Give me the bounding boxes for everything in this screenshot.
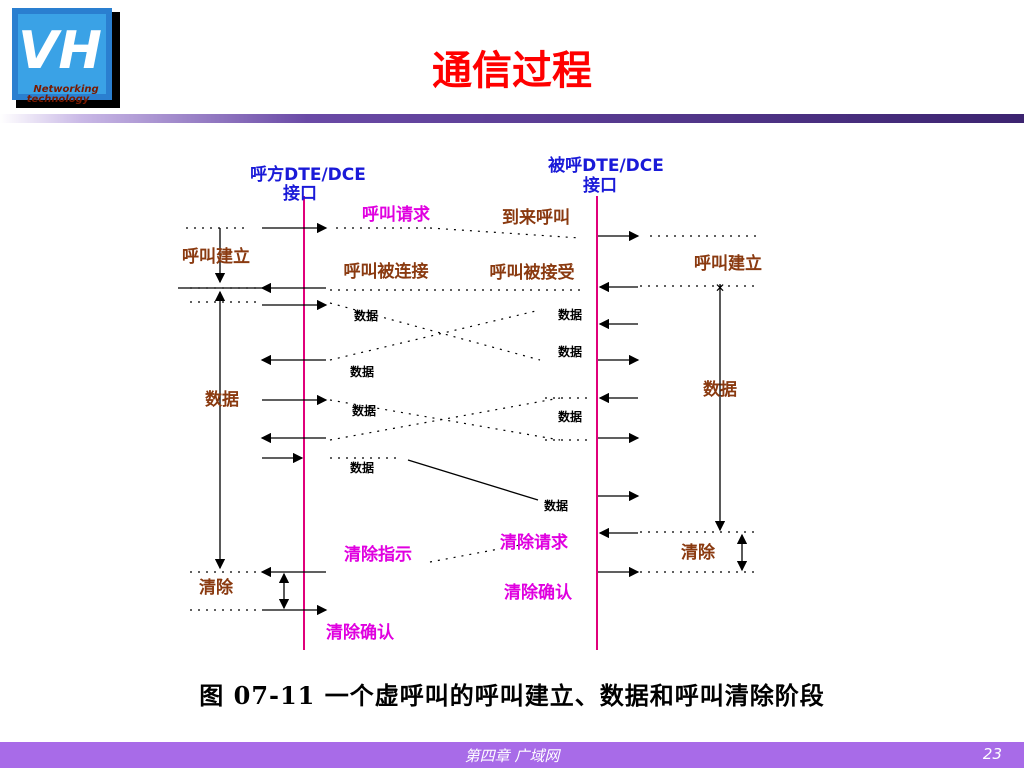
right-header-2: 接口 [583,175,617,196]
left-header-2: 接口 [283,183,317,204]
right-header-1: 被呼DTE/DCE [548,155,664,176]
label-clear-indication: 清除指示 [344,544,412,565]
label-data-left: 数据 [205,389,239,410]
label-clear-left: 清除 [199,577,234,598]
footer-chapter: 第四章 广域网 [464,747,560,765]
label-clear-confirm-right: 清除确认 [504,582,573,603]
label-data-s3: 数据 [558,344,582,359]
virtual-call-diagram: 呼方DTE/DCE 接口 被呼DTE/DCE 接口 [178,155,762,650]
label-data-s5: 数据 [352,403,376,418]
label-data-s4: 数据 [350,364,374,379]
label-data-s2: 数据 [558,307,582,322]
label-data-s8: 数据 [544,498,568,513]
label-data-s7: 数据 [350,460,374,475]
label-clear-right: 清除 [681,542,716,563]
page-title: 通信过程 [432,48,592,94]
label-call-setup-left: 呼叫建立 [182,246,250,267]
label-data-right: 数据 [703,379,737,400]
figure-caption: 图 07-11 一个虚呼叫的呼叫建立、数据和呼叫清除阶段 [199,681,825,710]
label-data-s6: 数据 [558,409,582,424]
svg-text:✕: ✕ [715,281,725,295]
logo-letters: VH [18,21,102,81]
label-call-request: 呼叫请求 [362,204,430,225]
page-number: 23 [982,745,1002,763]
label-incoming-call: 到来呼叫 [502,207,570,228]
title-divider [0,114,1024,123]
logo-text-1: Networking [33,84,98,95]
footer-bar: 第四章 广域网 23 [0,742,1024,768]
label-call-accepted: 呼叫被接受 [490,262,575,283]
vh-logo: VH Networking technology [12,8,120,108]
label-call-connected: 呼叫被连接 [344,261,429,282]
left-header-1: 呼方DTE/DCE [250,164,366,185]
logo-text-2: technology [27,94,90,105]
dotted-guides [186,227,760,611]
label-clear-request: 清除请求 [500,532,568,553]
label-data-s1: 数据 [354,308,378,323]
data-diag [407,459,539,501]
label-call-setup-right: 呼叫建立 [694,253,762,274]
label-clear-confirm-left: 清除确认 [326,622,395,643]
